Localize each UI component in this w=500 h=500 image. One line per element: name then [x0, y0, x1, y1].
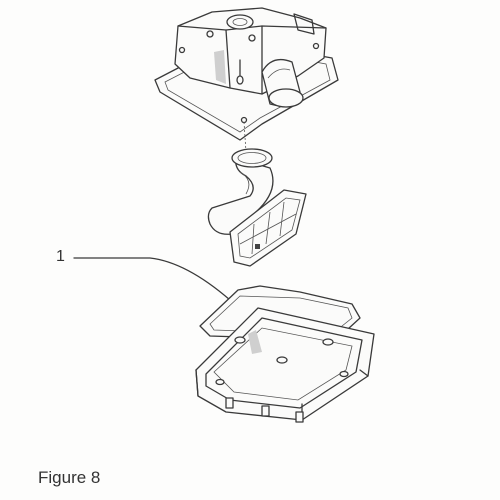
air-filter-element: [229, 189, 307, 267]
callout-leader-1: [73, 257, 231, 301]
alignment-line: [243, 121, 247, 153]
part-callout-1: 1: [56, 248, 65, 265]
figure-caption: Figure 8: [38, 468, 101, 487]
lower-airbox-tray: [195, 307, 375, 423]
upper-airbox-housing: [154, 7, 339, 141]
air-intake-duct: [207, 148, 274, 235]
